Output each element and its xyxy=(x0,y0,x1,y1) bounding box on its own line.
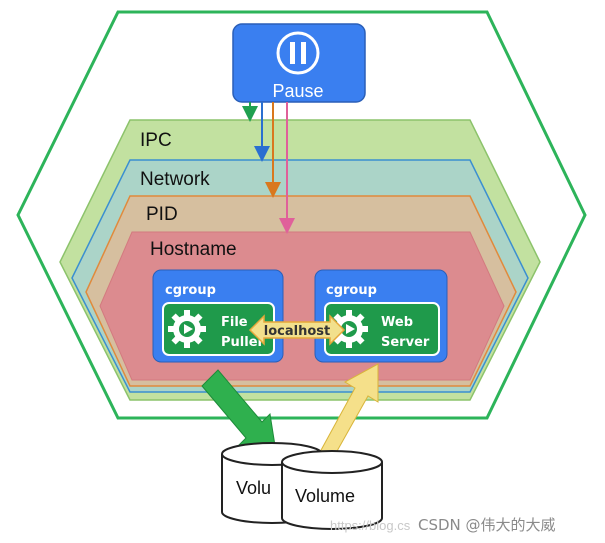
pause-icon xyxy=(276,31,320,75)
web-server-line2: Server xyxy=(381,335,430,350)
watermark: CSDN @伟大的大威 xyxy=(418,516,556,534)
file-puller-line2: Puller xyxy=(221,335,265,350)
ipc-label: IPC xyxy=(140,130,172,151)
gear-play-icon xyxy=(168,310,206,348)
file-puller-line1: File xyxy=(221,315,248,330)
pause-label: Pause xyxy=(272,81,323,101)
read-from-volume-arrow xyxy=(319,363,379,461)
pid-label: PID xyxy=(146,204,178,225)
watermark-faint: https://blog.cs xyxy=(330,518,411,533)
web-server-line1: Web xyxy=(381,315,413,330)
volume-1-label: Volu xyxy=(236,478,271,498)
localhost-label: localhost xyxy=(264,324,330,339)
network-label: Network xyxy=(140,169,210,190)
volume-2-label: Volume xyxy=(295,486,355,506)
cgroup-label-2: cgroup xyxy=(326,283,377,298)
pause-container[interactable]: Pause xyxy=(232,23,366,103)
hostname-label: Hostname xyxy=(150,239,237,260)
web-server-cgroup[interactable]: cgroup Web Server xyxy=(314,269,448,363)
localhost-link: localhost xyxy=(248,314,346,346)
file-puller-cgroup[interactable]: cgroup File Puller xyxy=(152,269,284,363)
volume-2[interactable]: Volume xyxy=(281,450,383,530)
cgroup-label-1: cgroup xyxy=(165,283,216,298)
